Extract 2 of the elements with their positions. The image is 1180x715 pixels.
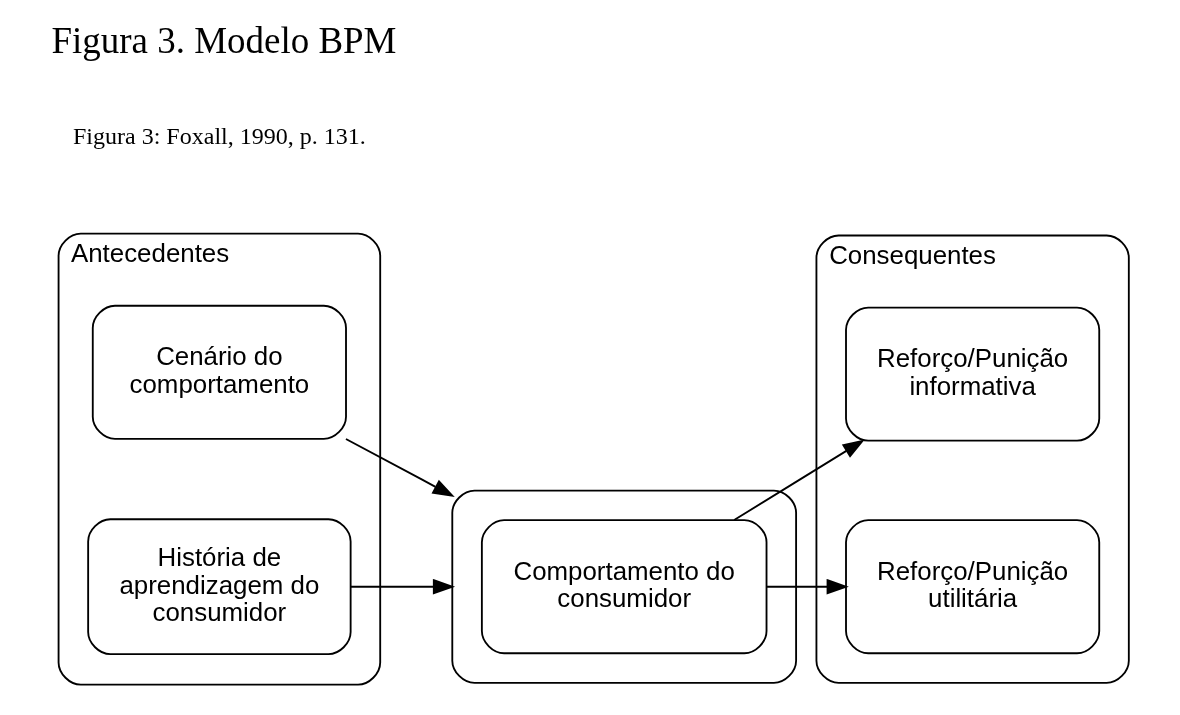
diagram-title: Figura 3. Modelo BPM [51, 19, 397, 61]
caption: Figura 3: Foxall, 1990, p. 131. [72, 122, 366, 149]
